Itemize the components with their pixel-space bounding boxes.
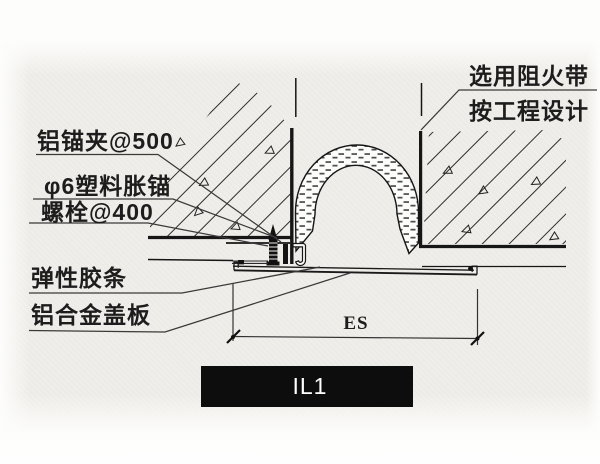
dimension-es: ES <box>226 284 485 346</box>
cover-plate-bottom-line <box>233 269 478 276</box>
dimension-dot-right <box>475 336 480 341</box>
label-cover-plate: 铝合金盖板 <box>31 302 151 328</box>
label-expansion-bolt-line1: φ6塑料胀锚 <box>44 173 171 199</box>
label-anchor-clip: 铝锚夹@500 <box>37 128 174 154</box>
dimension-line <box>232 335 478 340</box>
leader-cover-plate <box>28 272 351 333</box>
anchor-clip-leg <box>283 244 288 264</box>
slab-outlines <box>147 78 566 268</box>
cover-plate-top-line <box>232 265 475 271</box>
leader-expansion-bolt-2 <box>29 222 269 247</box>
title-block: IL1 <box>201 366 413 407</box>
right-slab-hatch <box>423 130 566 244</box>
label-fire-belt-line2: 按工程设计 <box>469 98 589 124</box>
left-slab-hatch <box>150 80 291 236</box>
dimension-dot-left <box>231 335 235 339</box>
leader-expansion-bolt-1 <box>33 198 278 239</box>
gasket-clip-dot <box>238 260 244 265</box>
fire-belt-arch <box>294 144 420 255</box>
callout-texts: 铝锚夹@500 φ6塑料胀锚 螺栓@400 弹性胶条 铝合金盖板 选用阻火带 按… <box>31 63 589 328</box>
label-fire-belt-line1: 选用阻火带 <box>469 63 589 89</box>
left-ceiling-finish-line <box>147 258 234 262</box>
snap-hook-profile <box>292 242 307 267</box>
dimension-label: ES <box>343 313 368 334</box>
label-elastic-gasket: 弹性胶条 <box>31 265 127 291</box>
title-bar <box>201 366 413 407</box>
leader-elastic-gasket <box>29 266 321 294</box>
title-label: IL1 <box>293 373 328 399</box>
plate-left-end-dam <box>233 261 239 271</box>
cover-plate-assembly <box>226 224 478 276</box>
callout-leaders <box>28 89 597 333</box>
leader-fire-belt <box>420 89 597 131</box>
leader-anchor-clip <box>36 153 282 243</box>
label-expansion-bolt-line2: 螺栓@400 <box>41 199 154 225</box>
plate-right-clip-dot <box>468 266 473 271</box>
